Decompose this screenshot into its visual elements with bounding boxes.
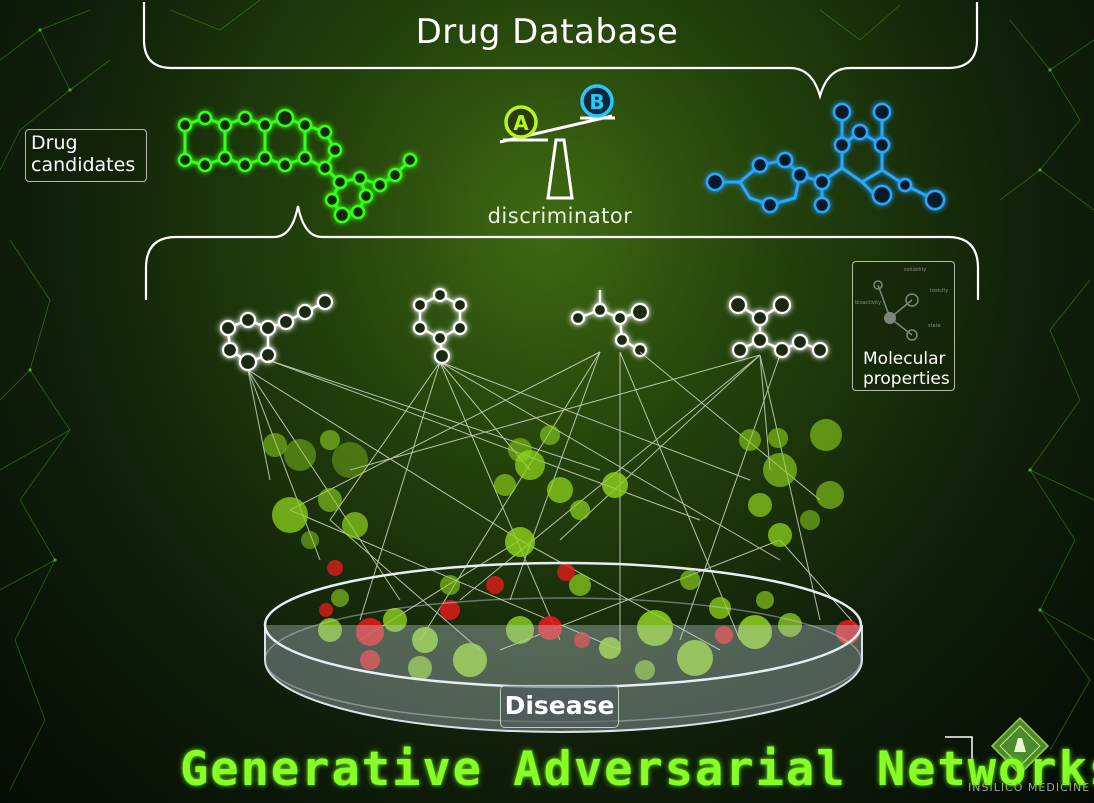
molecular-properties-line1: Molecular (863, 349, 946, 369)
molecular-properties-line2: properties (863, 369, 950, 389)
discriminator-label: discriminator (487, 204, 633, 228)
disease-box: Disease (500, 685, 619, 728)
pan-b-circle (580, 84, 614, 118)
pan-a-label: A (513, 111, 529, 135)
pan-b-label: B (589, 90, 604, 114)
disease-label: Disease (504, 691, 615, 720)
drug-candidates-box: Drug candidates (25, 129, 147, 182)
drug-database-title: Drug Database (415, 12, 679, 52)
drug-candidates-line2: candidates (31, 154, 136, 176)
gan-footer-title: Generative Adversarial Networks (180, 742, 1094, 797)
pan-a-circle (504, 105, 538, 139)
middle-brace (144, 205, 980, 300)
top-brace (142, 2, 979, 100)
brand-name: INSILICO MEDICINE (968, 781, 1091, 794)
drug-candidates-line1: Drug (31, 132, 78, 154)
molecular-properties-box: Molecular properties (852, 261, 955, 391)
